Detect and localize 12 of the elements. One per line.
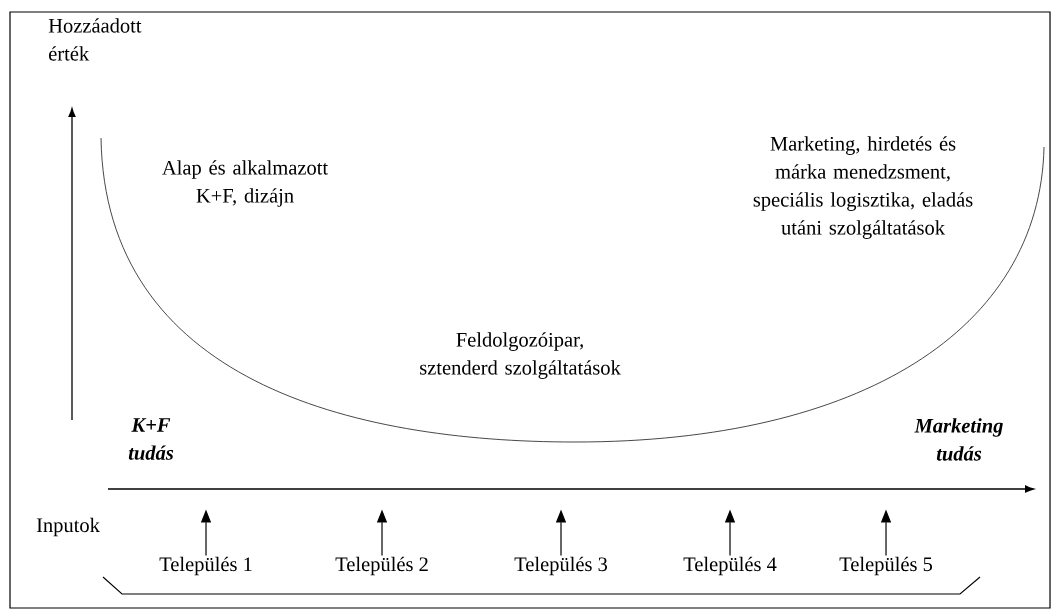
place-label: Település 2 [335, 556, 428, 576]
axis-label: Feldolgozóipar, sztenderd szolgáltatások [420, 332, 621, 379]
axis-label: Marketing, hirdetés és márka menedzsment, speciális logisztika, eladás utáni szolgáltatások [753, 136, 973, 239]
axis-label: Alap és alkalmazott K+F, dizájn [162, 160, 328, 207]
place-label: Település 3 [514, 556, 608, 576]
place-label: Település 5 [839, 556, 933, 576]
axis-label: K+F tudás [128, 418, 174, 460]
place-label: Település 1 [159, 556, 252, 576]
place-label: Település 4 [683, 556, 777, 576]
axis-label: Inputok [36, 517, 100, 537]
axis-label: Marketing tudás [914, 418, 1003, 461]
axis-label: Hozzáadott érték [48, 18, 142, 61]
